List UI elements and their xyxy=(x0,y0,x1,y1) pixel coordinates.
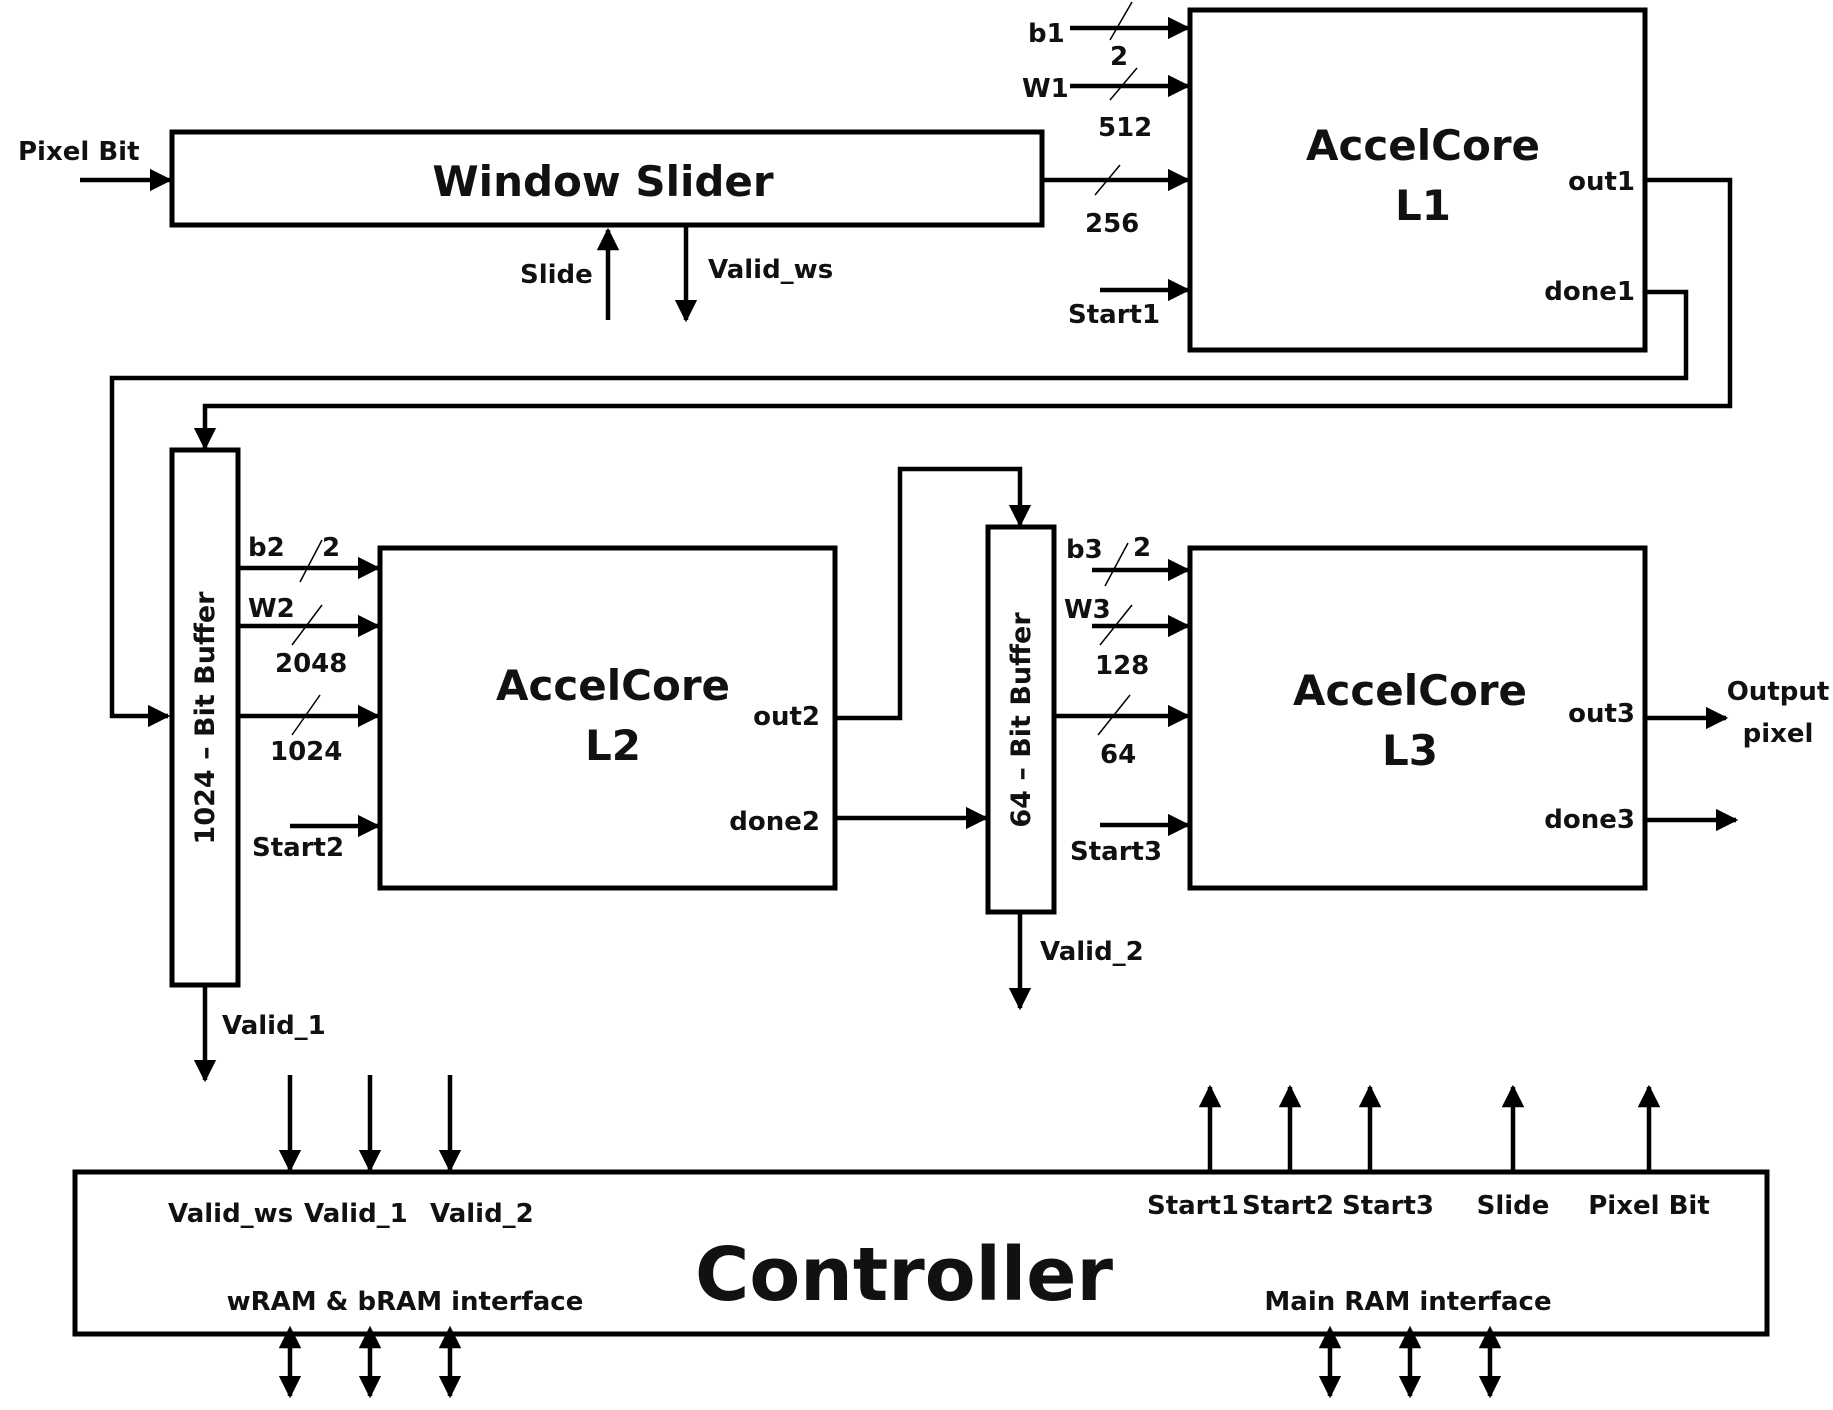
l3-layer: L3 xyxy=(1382,726,1438,775)
w3-label: W3 xyxy=(1064,595,1111,625)
l1-layer: L1 xyxy=(1395,181,1451,230)
b3-width: 2 xyxy=(1133,533,1151,563)
buffer-1024-label: 1024 – Bit Buffer xyxy=(190,591,221,845)
accelcore-l3-block: AccelCore L3 out3 done3 xyxy=(1187,545,1648,891)
l3-done-port: done3 xyxy=(1544,805,1635,835)
ws-bus-width: 256 xyxy=(1085,209,1139,239)
valid-2-label: Valid_2 xyxy=(1040,937,1144,967)
start3-label: Start3 xyxy=(1070,837,1162,867)
wram-bram-interface-label: wRAM & bRAM interface xyxy=(227,1287,584,1317)
controller-title: Controller xyxy=(695,1232,1113,1318)
output-pixel-label-1: Output xyxy=(1727,677,1830,707)
controller-out-start2: Start2 xyxy=(1242,1191,1334,1221)
accelcore-l2-block: AccelCore L2 out2 done2 xyxy=(377,545,838,891)
controller-out-slide: Slide xyxy=(1477,1191,1550,1221)
controller-in-valid-2: Valid_2 xyxy=(430,1199,534,1229)
w3-slash xyxy=(1099,604,1133,646)
out1-to-buffer1-wire xyxy=(193,177,1733,451)
w1-label: W1 xyxy=(1022,74,1069,104)
w2-width: 2048 xyxy=(275,649,347,679)
w1-slash xyxy=(1109,67,1138,101)
window-slider-block: Window Slider xyxy=(169,129,1045,228)
w2-label: W2 xyxy=(248,594,295,624)
l3-bus-slash xyxy=(1097,694,1131,736)
b3-slash xyxy=(1104,542,1129,587)
b1-width: 2 xyxy=(1110,42,1128,72)
l2-name: AccelCore xyxy=(496,661,730,710)
l3-name: AccelCore xyxy=(1293,666,1527,715)
start2-label: Start2 xyxy=(252,833,344,863)
out2-to-buffer2-wire xyxy=(835,466,1032,721)
w3-width: 128 xyxy=(1095,651,1149,681)
controller-in-valid-ws: Valid_ws xyxy=(168,1199,293,1229)
b2-width: 2 xyxy=(322,533,340,563)
start1-label: Start1 xyxy=(1068,300,1160,330)
l1-out-port: out1 xyxy=(1568,167,1635,197)
buffer-64-label: 64 – Bit Buffer xyxy=(1006,612,1037,828)
window-slider-title: Window Slider xyxy=(432,157,774,206)
l1-done-port: done1 xyxy=(1544,277,1635,307)
l2-bus-slash xyxy=(291,694,321,736)
done1-to-buffer1-wire xyxy=(109,289,1689,728)
l2-bus-width: 1024 xyxy=(270,737,342,767)
controller-out-start1: Start1 xyxy=(1147,1191,1239,1221)
main-ram-interface-label: Main RAM interface xyxy=(1264,1287,1551,1317)
l2-done-port: done2 xyxy=(729,807,820,837)
b1-label: b1 xyxy=(1028,19,1065,49)
controller-out-pixel-bit: Pixel Bit xyxy=(1588,1191,1710,1221)
valid-ws-label: Valid_ws xyxy=(708,255,833,285)
controller-out-start3: Start3 xyxy=(1342,1191,1434,1221)
l3-out-port: out3 xyxy=(1568,699,1635,729)
l2-out-port: out2 xyxy=(753,702,820,732)
controller-block: Controller xyxy=(72,1169,1770,1337)
output-pixel-label-2: pixel xyxy=(1743,719,1814,749)
b2-slash xyxy=(299,539,323,583)
buffer-64-block: 64 – Bit Buffer xyxy=(985,524,1057,915)
l1-name: AccelCore xyxy=(1306,121,1540,170)
w1-width: 512 xyxy=(1098,113,1152,143)
accelcore-l1-block: AccelCore L1 out1 done1 xyxy=(1187,7,1648,353)
b1-slash xyxy=(1109,1,1133,41)
buffer-1024-block: 1024 – Bit Buffer xyxy=(169,447,241,988)
b3-label: b3 xyxy=(1066,535,1103,565)
l2-layer: L2 xyxy=(585,721,641,770)
controller-in-valid-1: Valid_1 xyxy=(304,1199,408,1229)
slide-label: Slide xyxy=(520,260,593,290)
pixel-bit-input-label: Pixel Bit xyxy=(18,137,140,167)
w2-slash xyxy=(291,604,323,646)
valid-1-label: Valid_1 xyxy=(222,1011,326,1041)
l3-bus-width: 64 xyxy=(1100,740,1136,770)
ws-bus-slash xyxy=(1094,164,1121,196)
b2-label: b2 xyxy=(248,533,285,563)
